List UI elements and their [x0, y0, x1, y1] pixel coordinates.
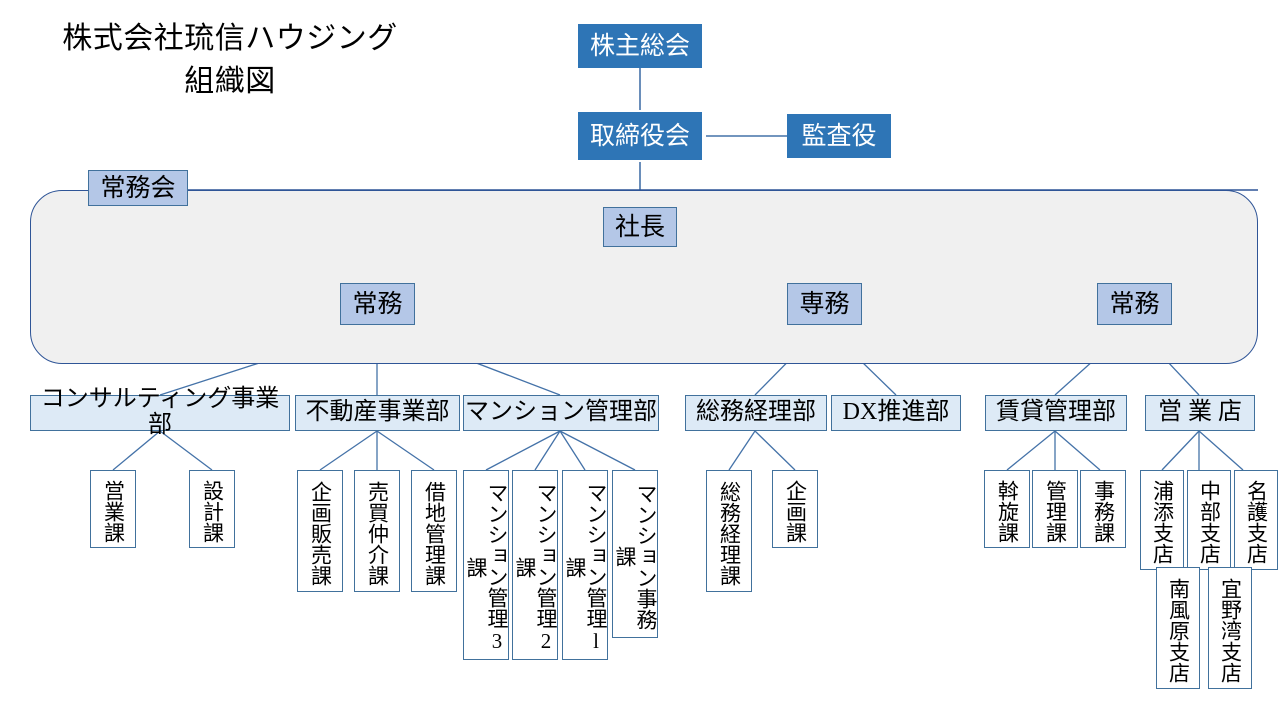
node-branch-chubu[interactable]: 中部支店: [1187, 470, 1231, 570]
node-branch-urasoe[interactable]: 浦添支店: [1140, 470, 1184, 570]
node-board-of-directors[interactable]: 取締役会: [578, 112, 702, 160]
node-shareholders-meeting[interactable]: 株主総会: [578, 24, 702, 68]
node-managing-director-left[interactable]: 常務: [340, 283, 415, 325]
node-section-mansion-office[interactable]: マンション事務課: [612, 470, 658, 638]
node-section-planning[interactable]: 企画課: [772, 470, 818, 548]
node-department-real-estate[interactable]: 不動産事業部: [295, 395, 460, 431]
node-senior-managing-director[interactable]: 専務: [787, 283, 862, 325]
node-section-mansion-management-1[interactable]: マンション管理l課: [562, 470, 608, 660]
page-title: 株式会社琉信ハウジング 組織図: [62, 22, 398, 98]
node-section-mansion-management-2[interactable]: マンション管理2課: [512, 470, 558, 660]
node-department-dx-promotion[interactable]: DX推進部: [831, 395, 961, 431]
node-section-brokerage[interactable]: 売買仲介課: [354, 470, 400, 592]
node-section-planning-sales[interactable]: 企画販売課: [297, 470, 343, 592]
node-branch-ginowan[interactable]: 宜野湾支店: [1208, 567, 1252, 689]
node-department-sales-offices[interactable]: 営 業 店: [1145, 395, 1255, 431]
node-branch-haebaru[interactable]: 南風原支店: [1156, 567, 1200, 689]
node-section-mansion-management-3[interactable]: マンション管理3課: [463, 470, 509, 660]
node-department-rental-management[interactable]: 賃貸管理部: [985, 395, 1127, 431]
node-president[interactable]: 社長: [603, 207, 677, 247]
node-section-general-affairs-accounting[interactable]: 総務経理課: [706, 470, 752, 592]
node-section-mediation[interactable]: 斡旋課: [984, 470, 1030, 548]
node-auditor[interactable]: 監査役: [787, 114, 891, 158]
node-managing-director-right[interactable]: 常務: [1097, 283, 1172, 325]
node-department-mansion-management[interactable]: マンション管理部: [463, 395, 659, 431]
node-section-office-work[interactable]: 事務課: [1080, 470, 1126, 548]
node-department-consulting[interactable]: コンサルティング事業部: [30, 386, 290, 438]
node-department-general-affairs-accounting[interactable]: 総務経理部: [685, 395, 827, 431]
node-section-management[interactable]: 管理課: [1032, 470, 1078, 548]
node-branch-nago[interactable]: 名護支店: [1234, 470, 1278, 570]
node-section-design[interactable]: 設計課: [189, 470, 235, 548]
node-section-leasehold-management[interactable]: 借地管理課: [411, 470, 457, 592]
node-section-sales[interactable]: 営業課: [90, 470, 136, 548]
node-board-meeting-label[interactable]: 常務会: [88, 170, 188, 206]
